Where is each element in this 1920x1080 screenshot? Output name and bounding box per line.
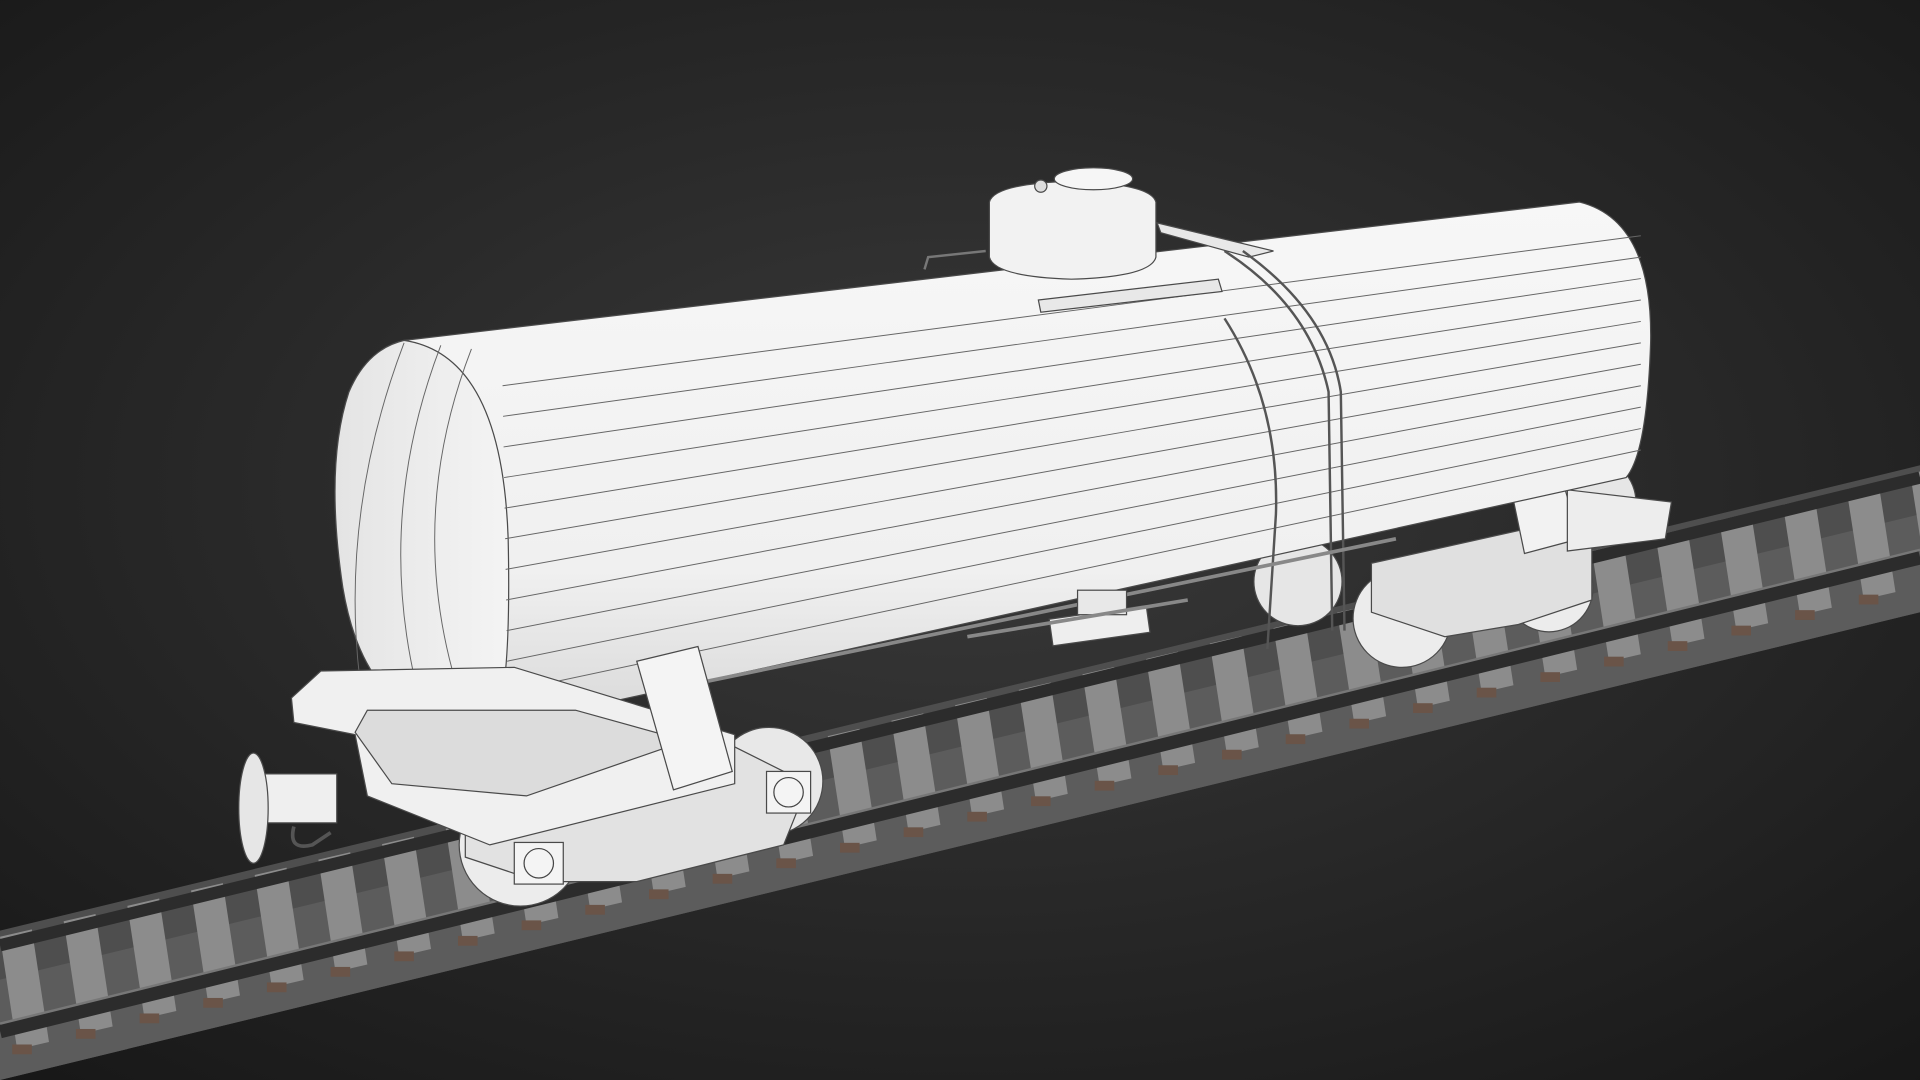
rail-far	[0, 471, 1920, 952]
tie-plate	[521, 920, 542, 931]
wire-line	[504, 299, 1641, 479]
tie-plate	[1667, 641, 1688, 651]
railway-tie	[1910, 471, 1920, 537]
brake-rod	[967, 598, 1189, 639]
bolster	[635, 645, 733, 791]
tie-plate	[330, 966, 351, 977]
tie-plate	[1349, 718, 1369, 729]
wire-line	[505, 363, 1641, 570]
rail-near	[0, 550, 1920, 1039]
tie-plate	[1795, 610, 1815, 620]
tie-plate	[1031, 796, 1051, 807]
walkway-top	[1156, 221, 1274, 258]
tie-plate	[1158, 765, 1178, 776]
tie-plate	[394, 951, 414, 962]
wire-line	[506, 406, 1641, 632]
tie-plate	[139, 1013, 160, 1024]
wire-line	[504, 320, 1641, 509]
tie-plate	[203, 997, 223, 1008]
coupler	[238, 752, 338, 864]
wire-line	[507, 428, 1641, 662]
dome-cap	[1053, 167, 1134, 191]
end-platform	[1566, 489, 1673, 552]
tie-plate	[1540, 672, 1560, 682]
tie-plate	[1094, 780, 1115, 791]
tie-plate	[1858, 594, 1879, 605]
tie-plate	[648, 889, 669, 900]
walkway	[1037, 278, 1223, 313]
handrail	[923, 249, 986, 270]
rail-near-highlight	[0, 548, 1920, 1025]
wire-line	[503, 278, 1641, 448]
tie-plate	[1731, 625, 1752, 636]
tie-plate	[1413, 703, 1433, 714]
tank-car	[238, 167, 1673, 907]
tie-plate	[585, 904, 605, 915]
tie-plate	[457, 935, 478, 946]
wire-line	[502, 235, 1641, 387]
journal-box	[513, 841, 564, 885]
tie-plate	[75, 1028, 96, 1039]
manway-dome	[988, 167, 1157, 280]
tie-plate	[903, 827, 924, 838]
tie-plate	[1285, 734, 1306, 745]
tie-plate	[712, 873, 733, 884]
tie-plate	[967, 811, 987, 822]
tie-plate	[1476, 687, 1497, 698]
ladder	[1223, 249, 1346, 650]
underframe-pipe	[685, 536, 1397, 688]
tie-plate	[266, 982, 287, 993]
valve	[1034, 179, 1048, 193]
wire-line	[505, 342, 1641, 540]
tie-plate	[12, 1044, 32, 1055]
wire-line	[506, 385, 1641, 601]
tie-plate	[776, 858, 796, 869]
tie-plate	[1604, 656, 1624, 667]
brake-wheel	[238, 752, 269, 864]
dome-body	[988, 180, 1157, 280]
tie-plate	[840, 842, 860, 853]
wire-line	[502, 256, 1641, 417]
tie-plate	[1222, 749, 1242, 760]
